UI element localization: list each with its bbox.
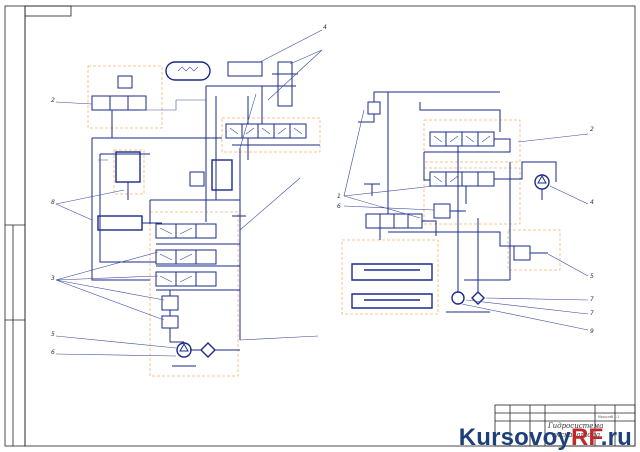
callout-left-4: 4	[323, 24, 327, 31]
cylinder-right-1	[351, 263, 433, 281]
sheet-border	[24, 5, 636, 447]
top-stamp-box	[24, 5, 72, 17]
left-scheme: 2 8 3 5 6 4	[51, 24, 327, 377]
hydraulic-motor	[534, 174, 550, 190]
callout-right-7b: 7	[590, 310, 594, 317]
callout-left-2: 2	[51, 97, 55, 104]
callout-left-6: 6	[51, 349, 55, 356]
callout-left-5: 5	[51, 331, 55, 338]
left-margin-strip	[4, 5, 26, 447]
title-line-2: экскаватора	[552, 431, 600, 439]
watermark-logo: KursovoyRF.ru	[458, 424, 632, 451]
cylinder-3	[211, 159, 233, 191]
cylinder-2	[97, 215, 143, 231]
callout-right-5: 5	[590, 273, 594, 280]
callout-left-3: 3	[51, 275, 55, 282]
hydraulic-tank-shape	[165, 61, 211, 81]
callout-right-1: 1	[337, 193, 341, 200]
title-block: Гидросистема экскаватора Масштаб 1:1	[494, 404, 636, 447]
distributor-top	[225, 123, 307, 139]
pump-left	[176, 342, 192, 358]
title-line-1: Гидросистема	[547, 422, 603, 430]
filter-right	[471, 291, 485, 305]
callout-right-9: 9	[590, 328, 594, 335]
right-scheme: 2 4 5 7 7 9 1 6	[337, 91, 594, 335]
callout-right-2: 2	[590, 126, 594, 133]
callout-right-7a: 7	[590, 296, 594, 303]
callout-right-4: 4	[590, 199, 594, 206]
distributor-stack	[155, 223, 217, 287]
pump-right	[451, 291, 465, 305]
callout-left-8: 8	[51, 199, 55, 206]
cylinder-1	[115, 151, 141, 183]
distributor-right-1	[429, 131, 495, 187]
sheet-scale-label: Масштаб 1:1	[598, 415, 619, 419]
callout-right-6: 6	[337, 203, 341, 210]
cylinder-right-2	[351, 293, 433, 309]
filter-left	[200, 342, 216, 358]
